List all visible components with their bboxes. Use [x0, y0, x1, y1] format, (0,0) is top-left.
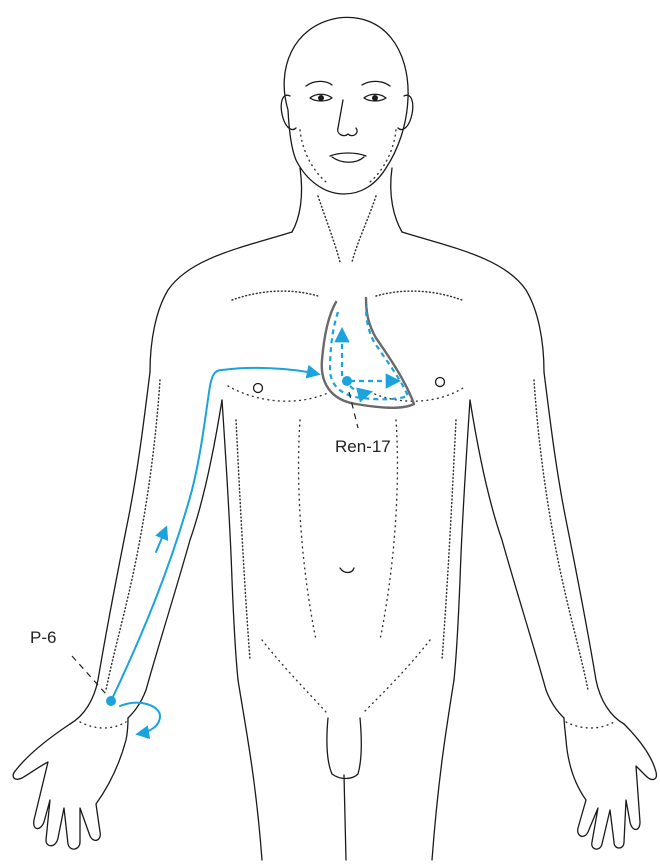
- ren17-label: Ren-17: [335, 437, 391, 457]
- left-nipple: [254, 384, 263, 393]
- groin-right: [364, 640, 430, 712]
- right-leg: [432, 680, 454, 860]
- pectoral-left: [228, 386, 330, 401]
- torso-side-shading-right: [442, 420, 456, 660]
- right-brow: [362, 81, 390, 86]
- heart-dashed-downright: [350, 386, 370, 393]
- chest-shading-left: [232, 291, 318, 300]
- head-outline: [284, 17, 408, 194]
- right-hand: [564, 718, 656, 849]
- left-arm-shading: [106, 380, 160, 690]
- left-arm: [13, 372, 222, 849]
- chest-shading-right: [376, 291, 462, 300]
- ren17-point: [342, 376, 352, 386]
- neck-right: [391, 168, 402, 232]
- torso: [150, 168, 544, 860]
- right-torso-side: [454, 400, 470, 680]
- wrist-curl-arrow: [120, 703, 160, 734]
- navel: [340, 568, 354, 573]
- neck-left: [292, 168, 302, 232]
- right-nipple: [436, 378, 445, 387]
- right-wrist-crease: [566, 722, 614, 728]
- left-shoulder: [150, 232, 292, 372]
- groin-left: [262, 640, 326, 712]
- left-arm-inner: [128, 400, 222, 718]
- arm-channel-line: [111, 368, 318, 701]
- inner-leg: [344, 775, 346, 860]
- p6-label: P-6: [30, 628, 56, 648]
- abdomen-line-left: [299, 420, 316, 640]
- mouth: [330, 153, 366, 162]
- right-ear: [398, 95, 413, 129]
- left-brow: [306, 81, 332, 86]
- heart-outline: [322, 298, 414, 408]
- left-pupil: [318, 95, 324, 101]
- right-pupil: [372, 95, 378, 101]
- nose: [338, 100, 357, 136]
- torso-side-shading-left: [236, 420, 250, 660]
- left-leg: [238, 680, 262, 860]
- neck-shading: [318, 196, 376, 262]
- left-torso-side: [222, 400, 238, 680]
- left-hand: [13, 718, 128, 849]
- forearm-upward-arrow: [156, 528, 166, 552]
- left-wrist-crease: [80, 722, 126, 728]
- head: [281, 17, 413, 194]
- right-arm: [470, 372, 656, 849]
- p6-point: [106, 696, 116, 706]
- genitals: [327, 718, 362, 779]
- right-shoulder: [402, 232, 544, 372]
- channel-pathway: [111, 306, 408, 734]
- right-arm-shading: [534, 380, 588, 690]
- right-arm-inner: [470, 400, 564, 718]
